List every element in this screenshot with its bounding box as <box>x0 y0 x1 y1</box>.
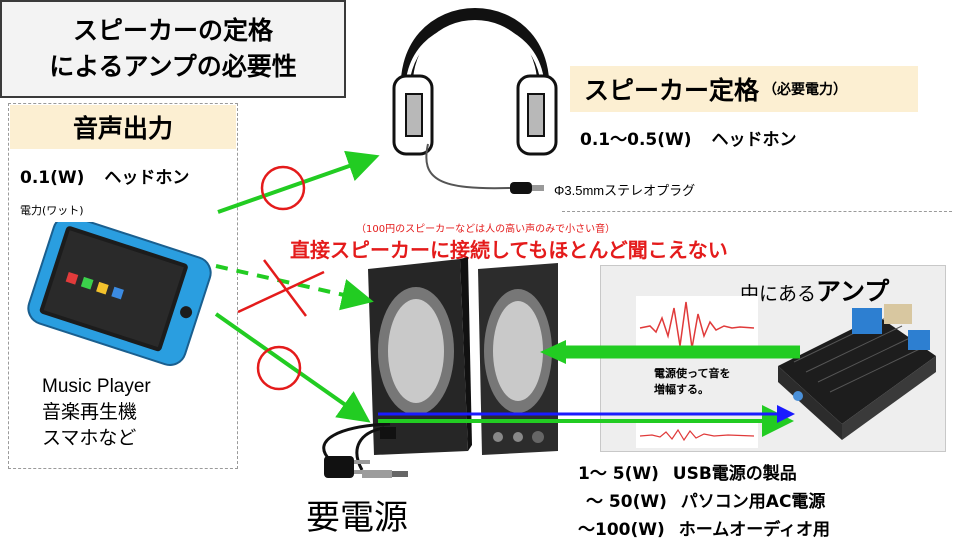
plug-label: Φ3.5mmステレオプラグ <box>554 183 696 198</box>
speaker-rating-title: スピーカー定格 <box>584 76 760 105</box>
power-unit-note: 電力(ワット) <box>20 204 84 217</box>
headphone-cable <box>425 143 544 194</box>
amp-heading-prefix: 中にある <box>740 284 817 305</box>
arrow-to-speaker-base <box>214 312 371 423</box>
speaker-rating-value: 0.1〜0.5(W) ヘッドホン <box>580 125 796 150</box>
power-spec-row: 〜 50(W) パソコン用AC電源 <box>578 488 830 516</box>
audio-output-rating: 0.1(W) ヘッドホン <box>20 163 189 188</box>
amplified-waveform <box>636 296 758 356</box>
power-spec-range: 1〜 5(W) <box>578 464 659 484</box>
player-line2: 音楽再生機 <box>42 402 138 423</box>
power-spec-desc: パソコン用AC電源 <box>680 492 826 512</box>
ok-mark-top <box>260 165 306 211</box>
power-spec-desc: USB電源の製品 <box>672 464 797 484</box>
power-spec-desc: ホームオーディオ用 <box>678 520 831 540</box>
title-box: スピーカーの定格 によるアンプの必要性 <box>0 0 346 98</box>
title-line1: スピーカーの定格 <box>72 16 273 45</box>
dashed-arrow-to-speakers <box>215 264 374 311</box>
x-mark-a <box>263 259 307 317</box>
separator-line <box>562 211 952 212</box>
speaker-rating-heading: スピーカー定格 （必要電力） <box>570 66 918 112</box>
power-plug-illustration <box>322 422 408 478</box>
amp-annotation-line1: 電源使って音を <box>654 367 731 380</box>
amp-heading-bold: アンプ <box>816 277 890 306</box>
rating-device: ヘッドホン <box>104 168 190 188</box>
player-line3: スマホなど <box>42 428 137 449</box>
warning-main: 直接スピーカーに接続してもほとんど聞こえない <box>290 238 728 262</box>
headphones-illustration <box>392 8 558 156</box>
power-spec-row: 〜100(W) ホームオーディオ用 <box>578 516 830 544</box>
smartphone-illustration <box>27 222 212 366</box>
power-spec-range: 〜100(W) <box>578 520 665 540</box>
input-waveform <box>636 422 758 448</box>
player-label: Music Player 音楽再生機 スマホなど <box>42 374 151 452</box>
rating-value: 0.1(W) <box>20 168 85 188</box>
x-mark-b <box>237 270 325 314</box>
warning-note: （100円のスピーカーなどは人の高い声のみで小さい音） <box>356 224 616 235</box>
power-spec-range: 〜 50(W) <box>586 492 667 512</box>
title-line2: によるアンプの必要性 <box>49 52 297 81</box>
audio-output-heading: 音声出力 <box>10 105 236 149</box>
amp-heading: 中にあるアンプ <box>740 272 889 308</box>
speaker-rating-range: 0.1〜0.5(W) <box>580 130 692 150</box>
player-line1: Music Player <box>42 376 151 397</box>
power-spec-row: 1〜 5(W) USB電源の製品 <box>578 460 830 488</box>
amp-board-illustration <box>778 304 936 440</box>
speakers-illustration <box>368 257 558 455</box>
power-required-label: 要電源 <box>306 499 408 537</box>
amp-annotation-line2: 増幅する。 <box>654 383 709 396</box>
speaker-rating-device: ヘッドホン <box>711 130 797 150</box>
ok-mark-bottom <box>256 345 302 391</box>
power-spec-list: 1〜 5(W) USB電源の製品 〜 50(W) パソコン用AC電源 〜100(… <box>578 460 830 544</box>
speaker-rating-subtitle: （必要電力） <box>763 82 848 98</box>
amp-annotation: 電源使って音を 増幅する。 <box>654 366 730 398</box>
arrow-to-headphones <box>217 150 380 214</box>
